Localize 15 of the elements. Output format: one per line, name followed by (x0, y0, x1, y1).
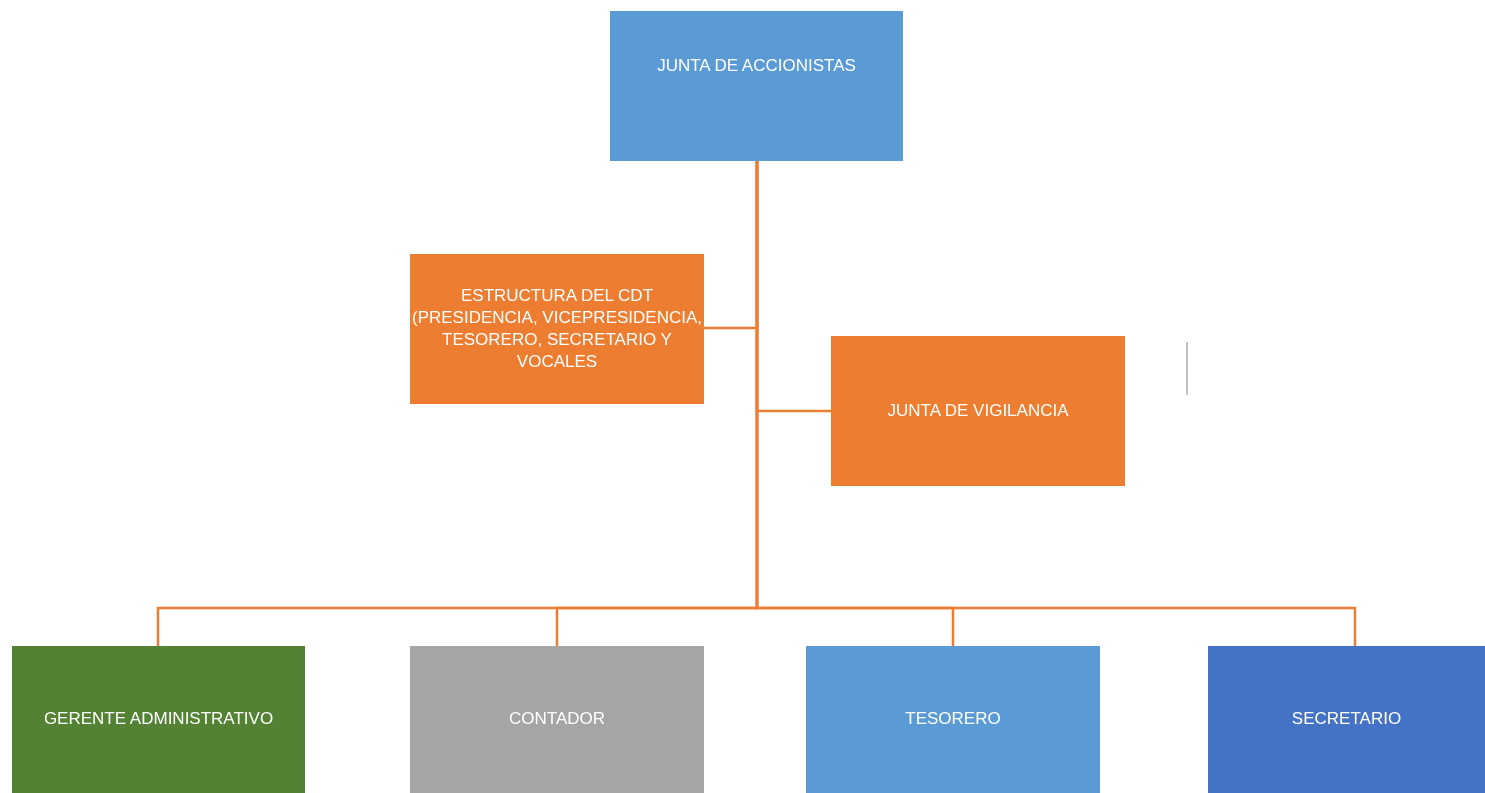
org-box (806, 646, 1100, 793)
org-box (831, 336, 1125, 486)
box-label: TESORERO (905, 708, 1001, 731)
org-box (410, 254, 704, 404)
org-box (1208, 646, 1485, 793)
org-box (12, 646, 305, 793)
box-label: JUNTA DE ACCIONISTAS (657, 55, 856, 77)
box-label: CONTADOR (509, 708, 605, 731)
box-label: GERENTE ADMINISTRATIVO (43, 708, 274, 731)
box-label: ESTRUCTURA DEL CDT (PRESIDENCIA, VICEPRESIDENCIA, TESORERO, SECRETARIO Y VOCALES (412, 284, 702, 374)
box-label: SECRETARIO (1291, 708, 1402, 731)
org-box (410, 646, 704, 793)
box-label: JUNTA DE VIGILANCIA (887, 399, 1069, 422)
connector-line (755, 161, 1357, 646)
org-box (610, 11, 903, 161)
